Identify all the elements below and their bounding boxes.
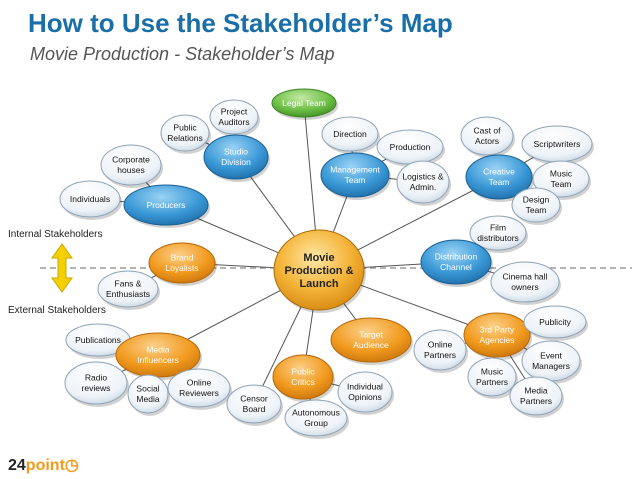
node-producers: Producers [123, 184, 210, 228]
node-fans-enthusiasts: Fans &Enthusiasts [97, 270, 160, 310]
node-label-scriptwriters: Scriptwriters [534, 139, 581, 149]
node-label-publicity: Publicity [539, 317, 571, 327]
node-label-individuals: Individuals [70, 194, 110, 204]
page-subtitle: Movie Production - Stakeholder’s Map [30, 44, 335, 64]
external-stakeholders-label: External Stakeholders [8, 305, 106, 316]
node-publicity: Publicity [523, 305, 588, 341]
logo-word: point [25, 457, 65, 474]
node-label-fans-enthusiasts: Fans &Enthusiasts [106, 279, 150, 300]
node-publications: Publications [65, 323, 132, 359]
clock-icon: ◷ [64, 457, 79, 474]
node-label-producers: Producers [147, 200, 186, 210]
boundary-arrow-icon [51, 243, 73, 293]
node-label-production: Production [390, 142, 431, 152]
page-title: How to Use the Stakeholder’s Map [28, 8, 453, 38]
node-direction: Direction [321, 116, 380, 154]
node-label-logistics-admin: Logistics &Admin. [402, 172, 443, 193]
brand-logo: 24point◷ [8, 455, 79, 475]
node-production: Production [376, 129, 445, 167]
internal-stakeholders-label: Internal Stakeholders [8, 229, 103, 240]
node-scriptwriters: Scriptwriters [521, 125, 594, 165]
node-label-direction: Direction [333, 129, 367, 139]
node-label-legal-team: Legal Team [282, 98, 326, 108]
logo-number: 24 [8, 457, 26, 474]
node-logistics-admin: Logistics &Admin. [396, 160, 451, 206]
node-legal-team: Legal Team [271, 88, 338, 120]
node-label-publications: Publications [75, 335, 121, 345]
node-individuals: Individuals [59, 180, 122, 220]
